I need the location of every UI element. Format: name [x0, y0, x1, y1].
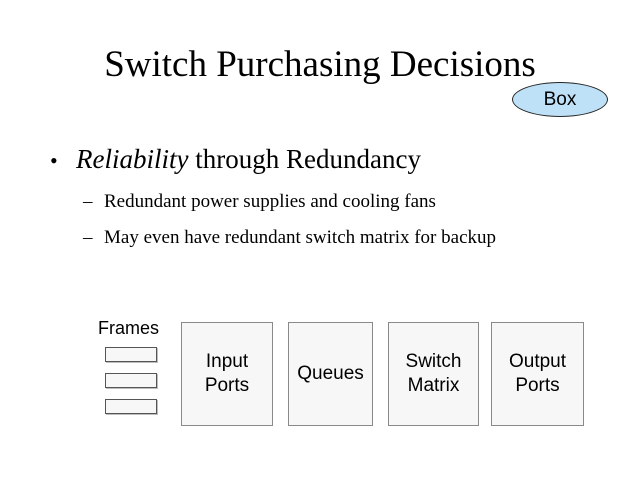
bullet-primary-rest: through Redundancy [188, 144, 421, 174]
stage-box-switch-matrix: Switch Matrix [388, 322, 479, 426]
stage-label-line2: Ports [204, 375, 250, 396]
frames-label: Frames [98, 318, 160, 338]
stage-label-line1: Queues [297, 363, 364, 384]
bullet-secondary-2: –May even have redundant switch matrix f… [83, 226, 623, 250]
stage-box-input-ports: Input Ports [181, 322, 273, 426]
bullet-primary: • Reliability through Redundancy [50, 143, 610, 177]
box-badge-label: Box [543, 89, 577, 110]
frame-rect [105, 373, 157, 388]
stage-label-line2: Matrix [407, 375, 460, 396]
box-badge-ellipse[interactable]: Box [512, 82, 608, 117]
dash-marker-icon: – [83, 191, 93, 212]
stage-box-queues: Queues [288, 322, 373, 426]
stage-label-line1: Output [508, 351, 567, 372]
frame-rect [105, 399, 157, 414]
bullet-marker-icon: • [50, 148, 58, 173]
bullet-secondary-1: –Redundant power supplies and cooling fa… [83, 190, 623, 214]
bullet-primary-emphasis: Reliability [76, 144, 189, 174]
page-title: Switch Purchasing Decisions [104, 44, 536, 85]
stage-label-line2: Ports [515, 375, 560, 396]
stage-box-output-ports: Output Ports [491, 322, 584, 426]
bullet-secondary-2-text: May even have redundant switch matrix fo… [104, 227, 497, 248]
bullet-secondary-1-text: Redundant power supplies and cooling fan… [104, 191, 436, 212]
stage-label-line1: Switch [405, 351, 462, 372]
stage-label-line1: Input [205, 351, 249, 372]
dash-marker-icon: – [83, 227, 93, 248]
frame-rect [105, 347, 157, 362]
